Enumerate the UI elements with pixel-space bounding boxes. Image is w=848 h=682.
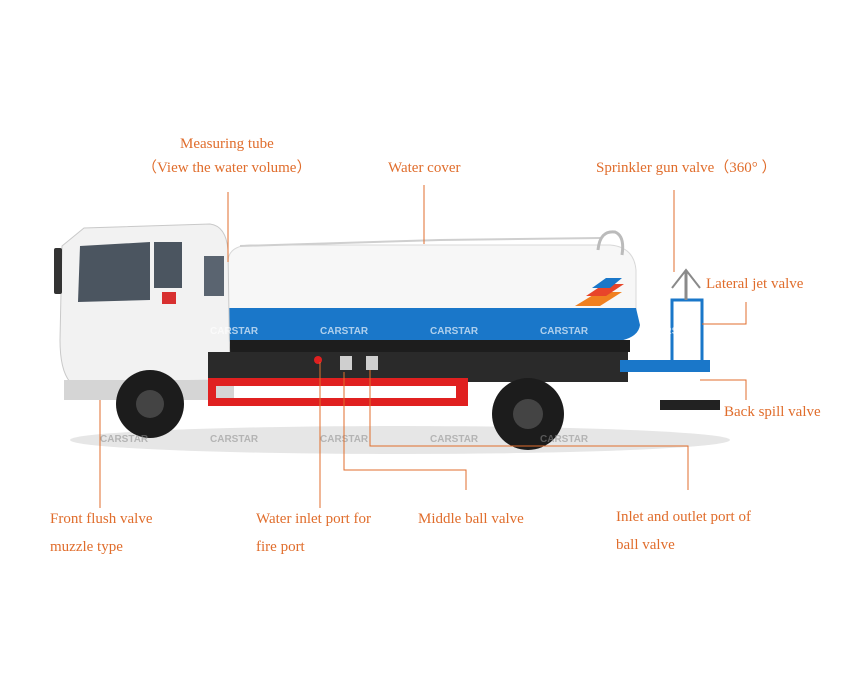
label-inlet-outlet-2: ball valve [616, 537, 675, 553]
svg-text:CARSTAR: CARSTAR [320, 326, 369, 337]
leader-lateral-jet [702, 302, 747, 325]
svg-text:CARSTAR: CARSTAR [540, 434, 589, 445]
label-front-flush-2: muzzle type [50, 539, 123, 555]
label-middle-ball: Middle ball valve [418, 511, 524, 527]
svg-text:CARSTAR: CARSTAR [210, 434, 259, 445]
leader-back-spill [700, 379, 747, 400]
ground-shadow [70, 426, 730, 454]
svg-text:CARSTAR: CARSTAR [210, 326, 259, 337]
label-water-inlet-2: fire port [256, 539, 305, 555]
front-wheel [116, 370, 184, 438]
svg-text:CARSTAR: CARSTAR [650, 326, 699, 337]
label-lateral-jet: Lateral jet valve [706, 276, 804, 292]
svg-text:CARSTAR: CARSTAR [430, 434, 479, 445]
label-front-flush-1: Front flush valve [50, 511, 153, 527]
watermark-row-tank: CARSTAR CARSTAR CARSTAR CARSTAR CARSTAR [210, 326, 699, 337]
label-water-cover: Water cover [388, 160, 461, 176]
label-sprinkler-gun: Sprinkler gun valve（360° ） [596, 160, 777, 176]
truck-cab [54, 223, 234, 400]
svg-text:CARSTAR: CARSTAR [540, 326, 589, 337]
label-back-spill: Back spill valve [724, 404, 821, 420]
tank-stripes [575, 292, 622, 306]
water-tank [224, 230, 640, 352]
rear-platform [620, 268, 720, 410]
label-measuring-tube: Measuring tube [180, 136, 274, 152]
svg-text:CARSTAR: CARSTAR [430, 326, 479, 337]
label-measuring-tube-sub: （View the water volume） [142, 160, 312, 176]
rear-wheel [492, 378, 564, 450]
label-water-inlet-1: Water inlet port for [256, 511, 371, 527]
leader-middle-ball [343, 372, 467, 490]
label-inlet-outlet-1: Inlet and outlet port of [616, 509, 751, 525]
leader-lines [99, 185, 747, 508]
chassis-frame [208, 352, 628, 406]
leader-inlet-outlet [369, 370, 689, 490]
svg-text:CARSTAR: CARSTAR [100, 434, 149, 445]
